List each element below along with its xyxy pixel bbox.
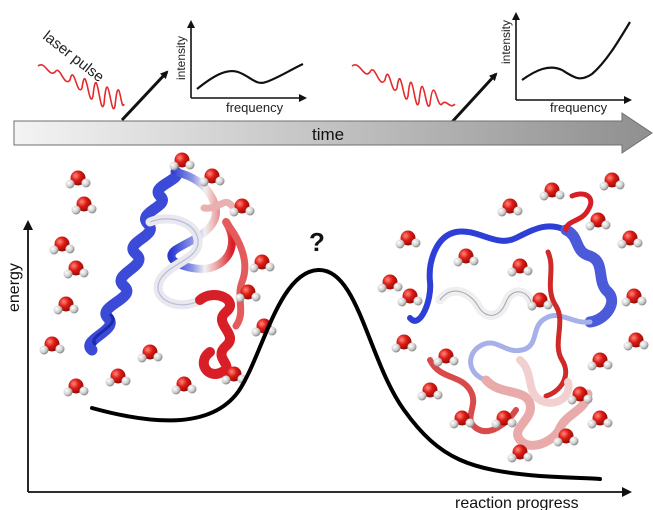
spectrum-plot-1: intensity frequency (174, 20, 307, 115)
pulse-arrow-2 (450, 72, 498, 124)
energy-profile-curve (90, 267, 602, 481)
frequency-label-2: frequency (550, 100, 608, 115)
intensity-label-1: intensity (174, 36, 188, 80)
transition-question-mark: ? (309, 227, 325, 257)
frequency-label-1: frequency (226, 100, 284, 115)
laser-pulse-2 (351, 64, 456, 107)
protein-left (84, 166, 249, 379)
protein-right (407, 191, 618, 450)
time-arrow: time (13, 112, 653, 154)
spectrum-plot-2: intensity frequency (499, 12, 632, 115)
energy-axis-label: energy (6, 263, 23, 312)
laser-pulse-1: laser pulse (37, 28, 125, 110)
reaction-progress-label: reaction progress (455, 495, 579, 510)
energy-axes: energy reaction progress (6, 220, 632, 510)
intensity-label-2: intensity (499, 20, 513, 64)
pulse-arrow-1 (120, 70, 169, 122)
time-label: time (312, 125, 344, 144)
